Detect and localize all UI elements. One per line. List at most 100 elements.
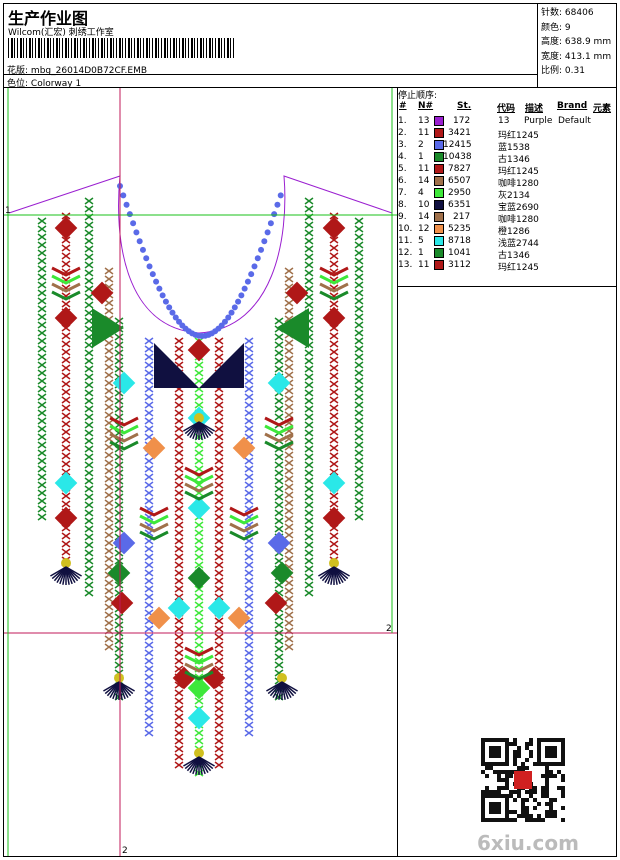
- stitch-mark: [84, 357, 94, 365]
- stop-row-code: 13: [498, 116, 510, 126]
- stitch-mark: [114, 365, 124, 373]
- stitch-mark: [284, 523, 294, 531]
- stitch-mark: [304, 509, 314, 517]
- stitch-mark: [284, 547, 294, 555]
- stitch-mark: [214, 505, 224, 513]
- stitch-mark: [104, 387, 114, 395]
- stitch-mark: [284, 491, 294, 499]
- stitch-mark: [104, 443, 114, 451]
- stitch-mark: [214, 401, 224, 409]
- color-swatch: [434, 116, 444, 126]
- stitch-mark: [61, 420, 71, 428]
- stitch-mark: [214, 353, 224, 361]
- stop-row-code: 玛红1245: [498, 167, 539, 177]
- chevron-band: [184, 654, 214, 665]
- stitch-mark: [104, 491, 114, 499]
- qr-module: [481, 758, 485, 762]
- stitch-mark: [354, 225, 364, 233]
- stitch-mark: [37, 441, 47, 449]
- stitch-mark: [61, 436, 71, 444]
- stitch-mark: [244, 577, 254, 585]
- qr-module: [509, 794, 513, 798]
- stitch-mark: [274, 349, 284, 357]
- stitch-mark: [174, 529, 184, 537]
- stitch-mark: [37, 249, 47, 257]
- stitch-mark: [194, 521, 204, 529]
- qr-module: [481, 754, 485, 758]
- stitch-mark: [37, 225, 47, 233]
- stitch-mark: [329, 356, 339, 364]
- stitch-mark: [144, 433, 154, 441]
- neck-stitch: [153, 278, 160, 285]
- stitch-mark: [174, 721, 184, 729]
- stitch-mark: [174, 489, 184, 497]
- stitch-mark: [174, 657, 184, 665]
- stitch-mark: [84, 541, 94, 549]
- stitch-mark: [174, 585, 184, 593]
- stitch-mark: [329, 388, 339, 396]
- stitch-mark: [194, 401, 204, 409]
- chevron-band: [184, 490, 214, 501]
- color-swatch: [434, 188, 444, 198]
- stitch-mark: [329, 372, 339, 380]
- stitch-mark: [274, 637, 284, 645]
- qr-module: [533, 798, 537, 802]
- stitch-mark: [244, 425, 254, 433]
- stitch-mark: [174, 417, 184, 425]
- qr-module: [493, 738, 497, 742]
- chevron-band: [264, 440, 294, 451]
- qr-module: [501, 786, 505, 790]
- chevron-band: [229, 522, 259, 533]
- stitch-mark: [144, 457, 154, 465]
- qr-module: [521, 766, 525, 770]
- ornament-diamond: [54, 506, 78, 530]
- stitch-mark: [114, 525, 124, 533]
- stitch-mark: [304, 229, 314, 237]
- stitch-mark: [104, 635, 114, 643]
- qr-module: [481, 814, 485, 818]
- stitch-mark: [104, 563, 114, 571]
- stop-row-idx: 13.: [398, 260, 413, 270]
- stitch-mark: [214, 689, 224, 697]
- tassel-bead: [194, 748, 204, 758]
- neck-stitch: [274, 201, 281, 208]
- stitch-mark: [284, 531, 294, 539]
- qr-module: [537, 754, 541, 758]
- qr-module: [533, 790, 537, 794]
- stitch-mark: [244, 673, 254, 681]
- stitch-mark: [329, 548, 339, 556]
- ornament-diamond: [285, 281, 309, 305]
- qr-module: [501, 738, 505, 742]
- color-swatch: [434, 176, 444, 186]
- stitch-mark: [194, 697, 204, 705]
- qr-module: [545, 774, 549, 778]
- stitch-mark: [214, 337, 224, 345]
- stitch-mark: [214, 489, 224, 497]
- stitch-mark: [284, 355, 294, 363]
- table-bottom-line: [397, 286, 617, 287]
- tassel-thread: [198, 756, 215, 767]
- stitch-mark: [37, 409, 47, 417]
- embroidery-design: [4, 88, 397, 856]
- green-triangle-right: [276, 308, 309, 348]
- stop-row-idx: 7.: [398, 188, 407, 198]
- stitch-mark: [174, 577, 184, 585]
- stitch-mark: [104, 483, 114, 491]
- qr-module: [493, 770, 497, 774]
- qr-module: [529, 750, 533, 754]
- stitch-mark: [174, 713, 184, 721]
- qr-module: [545, 778, 549, 782]
- stitch-mark: [284, 339, 294, 347]
- stitch-mark: [284, 603, 294, 611]
- stitch-mark: [194, 361, 204, 369]
- stitch-mark: [144, 393, 154, 401]
- stop-row-n: 4: [418, 188, 424, 198]
- stitch-mark: [284, 275, 294, 283]
- qr-module: [549, 806, 553, 810]
- neck-stitch: [149, 271, 156, 278]
- stitch-mark: [304, 581, 314, 589]
- colorway-label: 色位:: [7, 79, 29, 89]
- stitch-mark: [284, 595, 294, 603]
- stitch-mark: [84, 229, 94, 237]
- stitch-mark: [194, 537, 204, 545]
